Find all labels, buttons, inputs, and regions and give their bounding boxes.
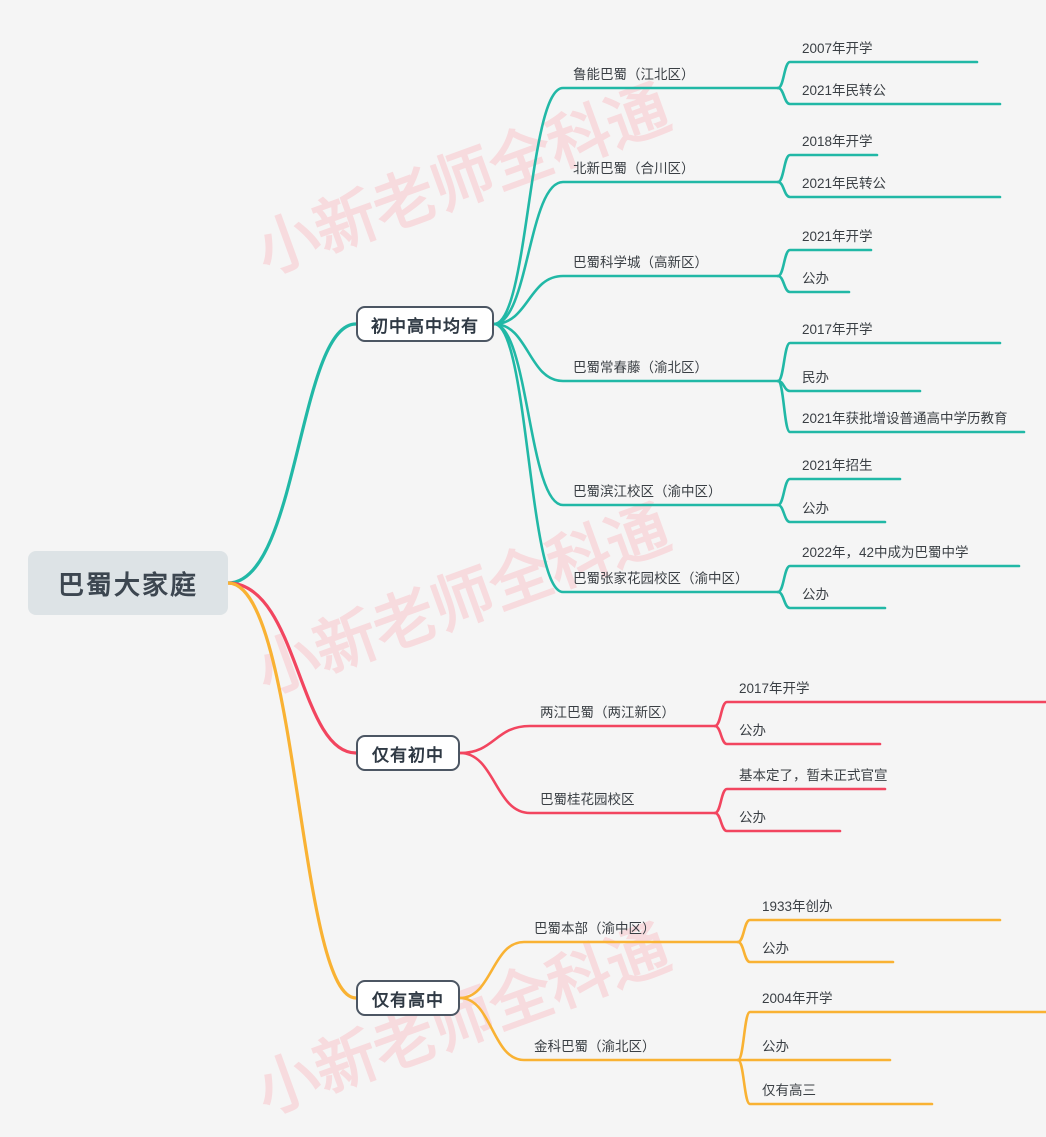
connector-line <box>226 322 358 585</box>
leaf-label[interactable]: 公办 <box>739 723 766 738</box>
connector-line <box>492 86 780 326</box>
connector-line <box>458 940 740 1000</box>
connector-line <box>458 724 717 755</box>
leaf-label[interactable]: 公办 <box>802 501 829 516</box>
leaf-label[interactable]: 1933年创办 <box>762 899 833 914</box>
leaf-label[interactable]: 公办 <box>802 587 829 602</box>
connector-line <box>492 322 780 383</box>
leaf-label[interactable]: 公办 <box>739 810 766 825</box>
leaf-label[interactable]: 2017年开学 <box>739 681 810 696</box>
leaf-label[interactable]: 2021年民转公 <box>802 176 887 191</box>
topic-label[interactable]: 北新巴蜀（合川区） <box>573 161 695 176</box>
connector-line <box>492 180 780 326</box>
connector-line <box>776 274 851 294</box>
leaf-label[interactable]: 2021年开学 <box>802 229 873 244</box>
branch-node-junior-only[interactable]: 仅有初中 <box>356 735 460 771</box>
connector-line <box>713 724 882 746</box>
topic-label[interactable]: 两江巴蜀（两江新区） <box>540 705 675 720</box>
leaf-label[interactable]: 基本定了，暂未正式官宣 <box>739 768 888 783</box>
connector-line <box>776 153 879 184</box>
leaf-label[interactable]: 民办 <box>802 370 829 385</box>
branch-node-senior-only[interactable]: 仅有高中 <box>356 980 460 1016</box>
leaf-label[interactable]: 2022年，42中成为巴蜀中学 <box>802 545 969 560</box>
leaf-label[interactable]: 2017年开学 <box>802 322 873 337</box>
root-node[interactable]: 巴蜀大家庭 <box>28 551 228 615</box>
topic-label[interactable]: 巴蜀科学城（高新区） <box>573 255 708 270</box>
topic-label[interactable]: 巴蜀本部（渝中区） <box>534 921 656 936</box>
connector-line <box>776 503 887 524</box>
connector-line <box>492 274 780 326</box>
topic-label[interactable]: 鲁能巴蜀（江北区） <box>573 67 695 82</box>
leaf-label[interactable]: 仅有高三 <box>762 1083 816 1098</box>
topic-label[interactable]: 巴蜀滨江校区（渝中区） <box>573 484 722 499</box>
leaf-label[interactable]: 2018年开学 <box>802 134 873 149</box>
leaf-label[interactable]: 2004年开学 <box>762 991 833 1006</box>
leaf-label[interactable]: 2021年民转公 <box>802 83 887 98</box>
connector-line <box>776 86 1002 106</box>
connector-line <box>226 581 358 755</box>
leaf-label[interactable]: 公办 <box>762 1039 789 1054</box>
leaf-label[interactable]: 2021年招生 <box>802 458 873 473</box>
connector-line <box>736 1058 934 1106</box>
topic-label[interactable]: 巴蜀桂花园校区 <box>540 792 635 807</box>
connector-line <box>713 811 842 833</box>
connector-line <box>736 940 895 964</box>
topic-label[interactable]: 巴蜀张家花园校区（渝中区） <box>573 571 749 586</box>
connector-line <box>492 322 780 594</box>
leaf-label[interactable]: 2007年开学 <box>802 41 873 56</box>
topic-label[interactable]: 巴蜀常春藤（渝北区） <box>573 360 708 375</box>
connector-line <box>458 751 717 815</box>
topic-label[interactable]: 金科巴蜀（渝北区） <box>534 1039 656 1054</box>
connector-line <box>226 581 358 1000</box>
connector-line <box>776 341 1002 383</box>
connector-line <box>776 590 887 610</box>
branch-node-both[interactable]: 初中高中均有 <box>356 306 494 342</box>
connector-line <box>492 322 780 507</box>
connector-line <box>776 180 1002 199</box>
leaf-label[interactable]: 2021年获批增设普通高中学历教育 <box>802 411 1008 426</box>
connector-line <box>458 996 740 1062</box>
connector-line <box>776 379 1026 434</box>
leaf-label[interactable]: 公办 <box>802 271 829 286</box>
leaf-label[interactable]: 公办 <box>762 941 789 956</box>
connector-line <box>736 1010 1046 1062</box>
